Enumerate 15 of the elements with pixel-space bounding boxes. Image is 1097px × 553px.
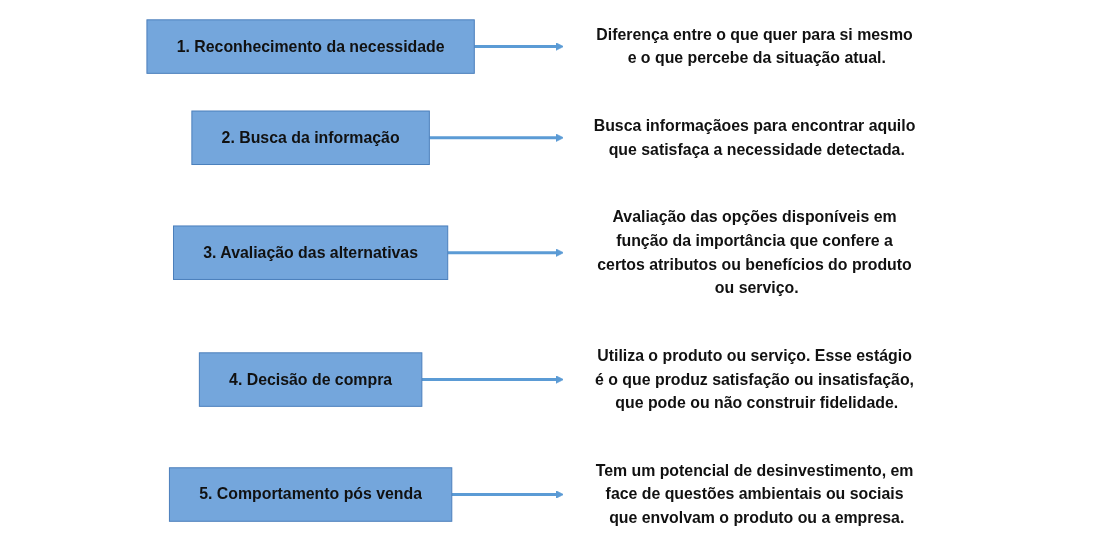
arrow: [429, 133, 564, 143]
node-box: 2. Busca da informação: [191, 110, 430, 165]
arrow: [447, 248, 564, 258]
node-text: Utiliza o produto ou serviço. Esse estágio é o que produz satisfação ou insatisfação, que pode ou não construir fidelidade.: [595, 346, 915, 412]
node-box: 3. Avaliação das alternativas: [173, 225, 449, 280]
node-text: Tem um potencial de desinvestimento, em face de questões ambientais ou sociais que envolvam o produto ou a empresa.: [595, 461, 914, 527]
node-text: Avaliação das opções disponíveis em função da importância que confere a certos atributos ou benefícios do produto ou serviço.: [597, 208, 912, 297]
arrow: [421, 375, 564, 384]
node-box: 5. Comportamento pós venda: [168, 467, 453, 522]
node-text: Busca informaçãoes para encontrar aquilo que satisfaça a necessidade detectada.: [593, 116, 916, 158]
arrow: [474, 42, 564, 51]
node-box: 1. Reconhecimento da necessidade: [146, 19, 475, 74]
arrow: [451, 490, 564, 499]
node-box: 4. Decisão de compra: [198, 352, 423, 407]
node-text: Diferença entre o que quer para si mesmo e o que percebe da situação atual.: [596, 25, 913, 67]
